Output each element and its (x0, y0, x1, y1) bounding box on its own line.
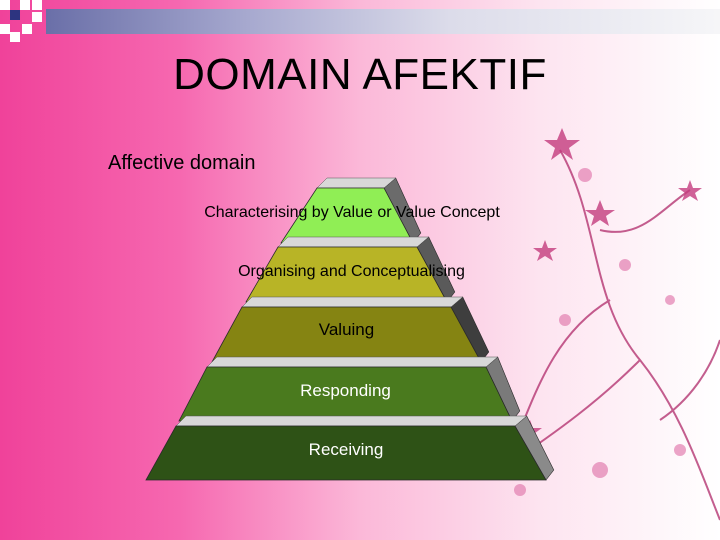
pyramid-level-top (241, 296, 464, 308)
pyramid-level-top (206, 356, 499, 368)
pyramid-level-5 (145, 425, 547, 481)
pyramid-level-top (316, 177, 397, 189)
pyramid-level-label: Responding (300, 381, 391, 400)
page-title: DOMAIN AFEKTIF (173, 50, 547, 99)
pyramid-level-label: Organising and Conceptualising (238, 263, 465, 280)
pyramid-level-label: Valuing (319, 320, 374, 339)
pyramid-level-top (175, 415, 528, 427)
diagram-subtitle: Affective domain (108, 152, 256, 174)
pyramid-level-label: Receiving (309, 440, 384, 459)
pyramid-level-label: Characterising by Value or Value Concept (204, 204, 500, 221)
title-bar-decoration (46, 9, 720, 34)
pyramid-level-top (277, 236, 430, 248)
